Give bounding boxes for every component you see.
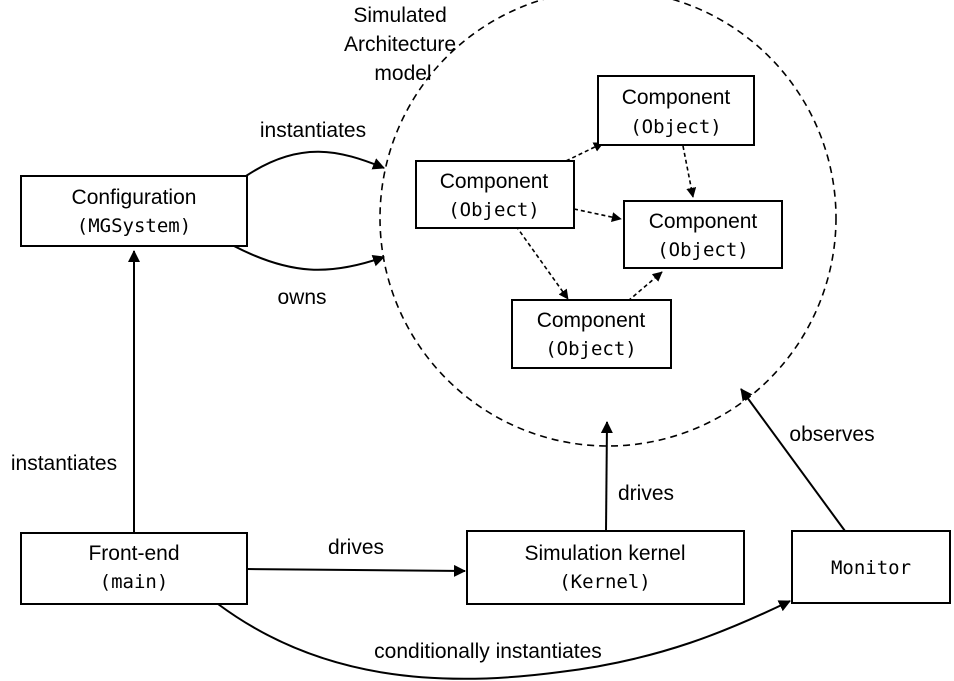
label-frontend-instantiates: instantiates bbox=[11, 452, 117, 475]
node-configuration-code: (MGSystem) bbox=[77, 215, 191, 237]
node-component-top-code: (Object) bbox=[630, 116, 722, 138]
edge-frontend-conditionally-instantiates-monitor bbox=[217, 600, 791, 680]
simulated-model-boundary bbox=[379, 0, 837, 447]
edge-component-left-to-right bbox=[573, 208, 622, 222]
node-kernel-label: Simulation kernel bbox=[524, 542, 685, 565]
node-kernel-code: (Kernel) bbox=[559, 571, 651, 593]
node-component-right: Component (Object) bbox=[623, 200, 783, 269]
node-component-top-box bbox=[597, 75, 755, 146]
model-label-line-1: Simulated bbox=[353, 4, 446, 27]
node-monitor-code: Monitor bbox=[831, 557, 911, 579]
model-label-line-2: Architecture bbox=[344, 33, 456, 56]
node-component-bottom-code: (Object) bbox=[545, 338, 637, 360]
node-kernel: Simulation kernel (Kernel) bbox=[466, 530, 745, 605]
node-kernel-box bbox=[466, 530, 745, 605]
edge-component-left-to-bottom bbox=[515, 225, 569, 300]
node-component-left-label: Component bbox=[440, 170, 549, 193]
node-component-right-code: (Object) bbox=[657, 239, 749, 261]
node-frontend: Front-end (main) bbox=[20, 532, 248, 605]
label-monitor-observes: observes bbox=[789, 423, 874, 446]
model-label: Simulated Architecture model bbox=[344, 4, 462, 85]
node-component-bottom: Component (Object) bbox=[511, 299, 672, 369]
label-kernel-drives: drives bbox=[618, 482, 674, 505]
node-component-top: Component (Object) bbox=[597, 75, 755, 146]
edge-config-instantiates-model bbox=[245, 150, 385, 177]
node-component-bottom-box bbox=[511, 299, 672, 369]
node-component-right-label: Component bbox=[649, 210, 758, 233]
node-frontend-box bbox=[20, 532, 248, 605]
node-component-left-code: (Object) bbox=[448, 199, 540, 221]
node-frontend-code: (main) bbox=[100, 571, 169, 593]
edge-monitor-observes-model bbox=[740, 388, 846, 532]
label-config-owns: owns bbox=[277, 286, 326, 309]
node-component-left: Component (Object) bbox=[415, 160, 575, 229]
node-monitor: Monitor bbox=[791, 530, 951, 604]
edge-kernel-drives-model bbox=[600, 421, 613, 532]
model-label-line-3: model bbox=[374, 62, 431, 85]
edge-component-bottom-to-right bbox=[627, 271, 663, 302]
node-component-bottom-label: Component bbox=[537, 309, 646, 332]
edge-config-owns-model bbox=[233, 245, 385, 271]
label-config-instantiates: instantiates bbox=[260, 119, 366, 142]
node-frontend-label: Front-end bbox=[88, 542, 179, 565]
node-component-top-label: Component bbox=[622, 86, 731, 109]
node-component-left-box bbox=[415, 160, 575, 229]
node-monitor-box bbox=[791, 530, 951, 604]
edge-component-top-to-right bbox=[682, 145, 697, 198]
edge-frontend-drives-kernel bbox=[246, 564, 466, 577]
node-component-right-box bbox=[623, 200, 783, 269]
label-conditionally-instantiates: conditionally instantiates bbox=[374, 640, 602, 663]
node-configuration: Configuration (MGSystem) bbox=[20, 175, 248, 247]
label-frontend-drives: drives bbox=[328, 536, 384, 559]
node-configuration-box bbox=[20, 175, 248, 247]
node-configuration-label: Configuration bbox=[72, 186, 197, 209]
